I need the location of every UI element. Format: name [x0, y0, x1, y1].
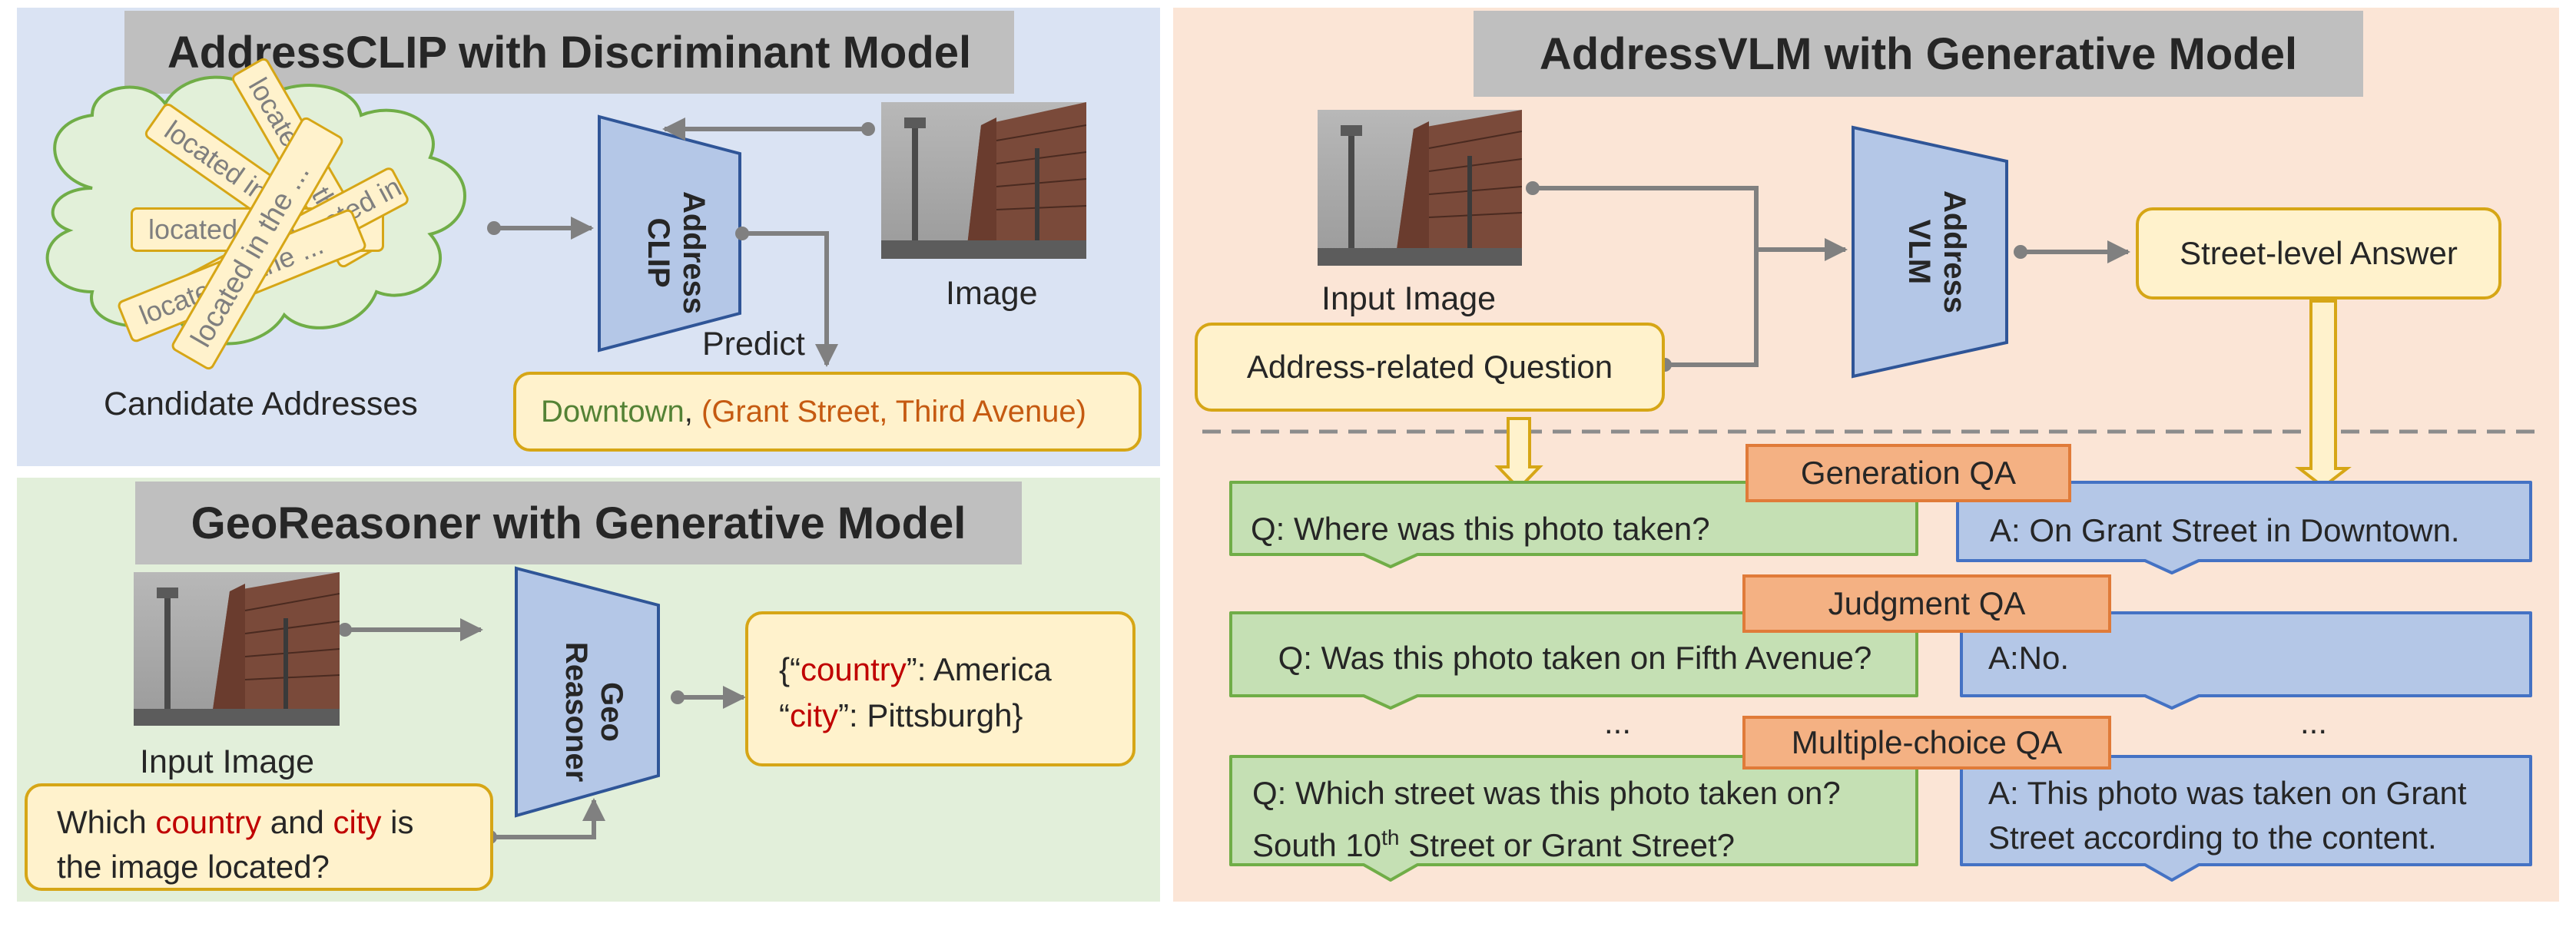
judgment-qa-label: Judgment QA [1742, 574, 2111, 633]
result-streets: (Grant Street, Third Avenue) [701, 394, 1086, 429]
result-separator: , [684, 394, 701, 429]
addressclip-image-label: Image [946, 275, 1038, 312]
multiplechoice-question-text: Q: Which street was this photo taken on?… [1252, 775, 1841, 863]
georeasoner-model-label: Geo Reasoner [559, 641, 628, 783]
question-keyword-city: city [333, 804, 382, 840]
addressclip-street-photo [881, 102, 1086, 259]
multiplechoice-answer-bubble [1960, 755, 2532, 882]
left-ellipsis: ... [1604, 704, 1632, 740]
question-down-arrow [1494, 417, 1543, 491]
addressclip-model-label: Address CLIP [642, 190, 711, 315]
addressclip-model-shape [598, 114, 741, 352]
addressclip-result-box: Downtown, (Grant Street, Third Avenue) [513, 372, 1142, 452]
judgment-answer-bubble [1960, 611, 2532, 710]
georeasoner-street-photo [134, 572, 340, 726]
addressvlm-model-label: Address VLM [1902, 190, 1971, 314]
generation-qa-label: Generation QA [1746, 444, 2071, 502]
answer-down-arrow [2295, 300, 2352, 489]
answer-key-city: city [790, 697, 838, 733]
question-keyword-country: country [155, 804, 262, 840]
street-level-answer-box: Street-level Answer [2136, 207, 2501, 300]
right-ellipsis: ... [2300, 704, 2328, 740]
addressvlm-model-shape [1852, 125, 2008, 379]
generation-answer-bubble [1956, 481, 2532, 574]
judgment-answer-text: A:No. [1988, 640, 2070, 676]
addressvlm-input-image-label: Input Image [1321, 280, 1497, 317]
georeasoner-input-image-label: Input Image [140, 743, 315, 780]
answer-key-country: country [801, 651, 907, 687]
result-place: Downtown [541, 394, 685, 429]
multiplechoice-qa-label: Multiple-choice QA [1742, 716, 2111, 770]
generation-question-text: Q: Where was this photo taken? [1251, 511, 1710, 547]
predict-label: Predict [702, 326, 805, 362]
judgment-question-text: Q: Was this photo taken on Fifth Avenue? [1278, 640, 1872, 676]
addressvlm-street-photo [1318, 110, 1522, 266]
georeasoner-model-shape [515, 566, 660, 818]
address-question-box: Address-related Question [1195, 323, 1665, 412]
georeasoner-answer-box: {“country”: America “city”: Pittsburgh} [745, 611, 1135, 766]
generation-answer-text: A: On Grant Street in Downtown. [1990, 512, 2460, 548]
addressvlm-title: AddressVLM with Generative Model [1474, 11, 2363, 97]
georeasoner-title: GeoReasoner with Generative Model [135, 482, 1022, 564]
multiplechoice-question-bubble [1229, 755, 1918, 882]
multiplechoice-answer-text: A: This photo was taken on Grant Street … [1988, 775, 2467, 856]
candidates-label: Candidate Addresses [104, 386, 418, 422]
georeasoner-question-box: Which country and city is the image loca… [25, 783, 493, 891]
